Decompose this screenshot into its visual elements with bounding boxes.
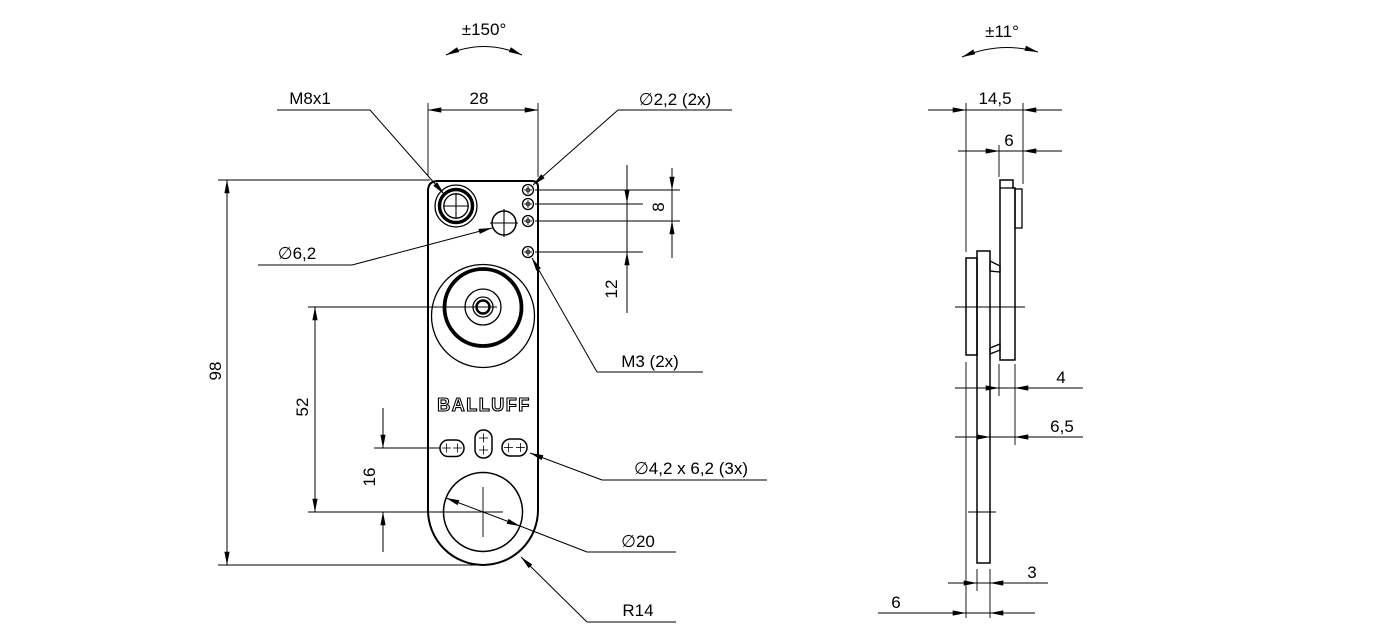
side-extension-lines bbox=[965, 103, 1024, 618]
dim-6-top: 6 bbox=[958, 131, 1062, 154]
side-clip-top bbox=[989, 259, 1001, 273]
dim-52-label: 52 bbox=[293, 398, 312, 417]
hole-2-2-bottom bbox=[521, 214, 535, 228]
dim-3: 3 bbox=[948, 563, 1048, 586]
slot-left-marks bbox=[442, 443, 462, 453]
dim-3-label: 3 bbox=[1027, 563, 1036, 582]
side-clip-bottom bbox=[989, 343, 1001, 355]
dim-14-5-label: 14,5 bbox=[978, 89, 1011, 108]
callout-m8x1-label: M8x1 bbox=[289, 89, 331, 108]
callout-slot: ∅4,2 x 6,2 (3x) bbox=[529, 452, 767, 481]
hole-2-2-top bbox=[521, 183, 535, 197]
hole-extension-lines bbox=[535, 189, 680, 253]
dim-14-5: 14,5 bbox=[928, 89, 1062, 113]
callout-m3: M3 (2x) bbox=[531, 257, 703, 373]
callout-20-label: ∅20 bbox=[621, 532, 655, 551]
front-rotation-arc: ±150° bbox=[445, 20, 523, 56]
side-view: ±11° 1 bbox=[878, 22, 1083, 618]
callout-6-2: ∅6,2 bbox=[258, 227, 493, 266]
front-view: ±150° bbox=[206, 20, 767, 623]
dim-98-label: 98 bbox=[206, 362, 225, 381]
slot-right bbox=[501, 438, 528, 457]
sensing-element bbox=[430, 263, 536, 369]
small-holes bbox=[521, 183, 535, 259]
callout-20: ∅20 bbox=[445, 497, 676, 553]
mounting-slots bbox=[439, 429, 528, 459]
dim-28-label: 28 bbox=[470, 89, 489, 108]
dim-6-bottom: 6 bbox=[878, 593, 1035, 616]
dim-6-top-label: 6 bbox=[1004, 131, 1013, 150]
dim-4: 4 bbox=[955, 368, 1083, 391]
dim-4-label: 4 bbox=[1056, 368, 1065, 387]
callout-6-2-label: ∅6,2 bbox=[278, 244, 316, 263]
callout-slot-label: ∅4,2 x 6,2 (3x) bbox=[634, 459, 748, 478]
dim-16-label: 16 bbox=[360, 468, 379, 487]
slot-middle-marks bbox=[479, 433, 488, 455]
dim-52: 52 bbox=[293, 306, 318, 513]
dim-12: 12 bbox=[602, 165, 630, 313]
hole-m3-bottom bbox=[521, 245, 535, 259]
dim-16: 16 bbox=[360, 408, 440, 552]
dim-6-5-label: 6,5 bbox=[1050, 417, 1074, 436]
dim-8-label: 8 bbox=[649, 202, 668, 211]
hole-6-2 bbox=[490, 209, 518, 237]
slot-right-marks bbox=[504, 443, 525, 452]
side-sensor-body bbox=[999, 179, 1016, 361]
side-left-plate bbox=[965, 257, 978, 356]
m8-connector bbox=[434, 184, 478, 228]
callout-m8x1: M8x1 bbox=[277, 89, 445, 195]
side-middle-plate bbox=[976, 250, 991, 564]
callout-m3-label: M3 (2x) bbox=[621, 352, 679, 371]
dim-28: 28 bbox=[427, 89, 539, 177]
hole-m3-top bbox=[521, 197, 535, 211]
callout-r14: R14 bbox=[520, 556, 676, 623]
dim-6-5: 6,5 bbox=[955, 417, 1083, 440]
dim-98: 98 bbox=[206, 179, 480, 566]
dim-8: 8 bbox=[649, 168, 675, 258]
side-connector-tab bbox=[1014, 188, 1023, 229]
balluff-logo: BALLUFF bbox=[437, 395, 530, 415]
slot-middle-vertical bbox=[474, 429, 493, 459]
side-rotation-label: ±11° bbox=[985, 22, 1019, 41]
side-profiles bbox=[955, 179, 1025, 564]
callout-2-2: ∅2,2 (2x) bbox=[532, 90, 732, 186]
front-rotation-label: ±150° bbox=[462, 20, 507, 39]
dim-6-bottom-label: 6 bbox=[891, 593, 900, 612]
dim-12-label: 12 bbox=[602, 280, 621, 299]
side-rotation-arc: ±11° bbox=[961, 22, 1039, 58]
callout-2-2-label: ∅2,2 (2x) bbox=[639, 90, 711, 109]
callout-r14-label: R14 bbox=[622, 601, 653, 620]
